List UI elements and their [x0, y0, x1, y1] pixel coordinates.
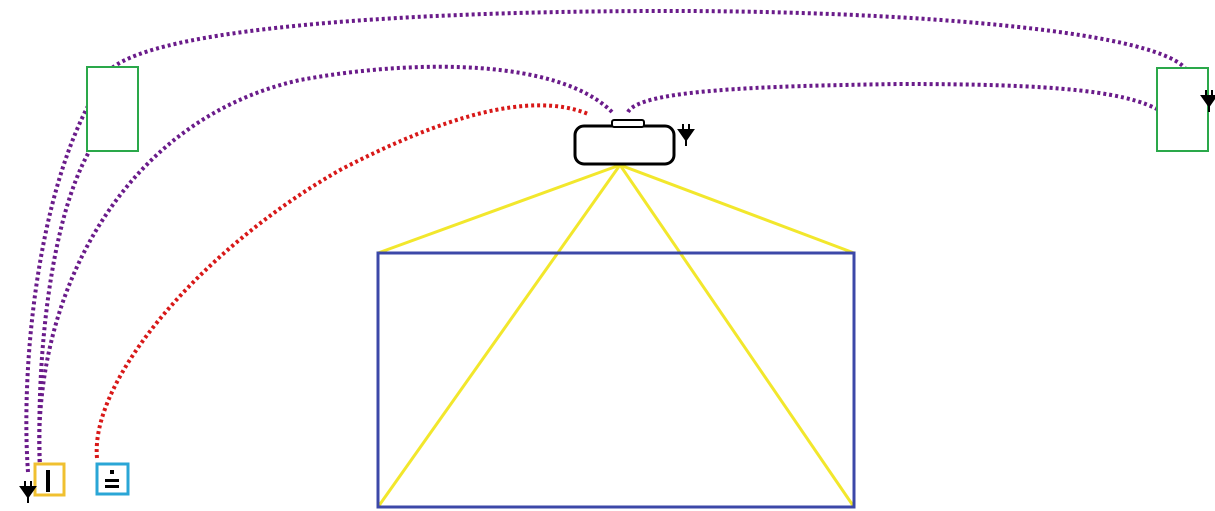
cable-projector-to-right-speaker: [626, 81, 1172, 120]
projection-screen: [376, 251, 856, 509]
beam-line-bottom-left: [376, 164, 622, 508]
left-speaker-icon: [86, 66, 139, 152]
beam-line-bottom-right: [618, 164, 856, 508]
cable-amplifier-to-left-speaker: [37, 149, 92, 469]
amplifier-icon: [33, 462, 66, 497]
projector-icon: [573, 119, 676, 166]
power-plug-icon: [1200, 90, 1215, 112]
power-plug-icon: [19, 481, 37, 503]
media-player-icon: [95, 462, 130, 496]
projection-beam: [376, 163, 856, 508]
beam-line-top-right: [619, 163, 855, 255]
right-speaker-icon: [1156, 67, 1209, 152]
cables: [24, 8, 1187, 473]
cable-amplifier-to-right-speaker: [24, 8, 1187, 473]
power-plug-icon: [677, 124, 695, 146]
cable-source-to-projector: [94, 103, 589, 459]
cable-amplifier-to-projector: [37, 64, 614, 469]
beam-line-top-left: [377, 163, 621, 255]
